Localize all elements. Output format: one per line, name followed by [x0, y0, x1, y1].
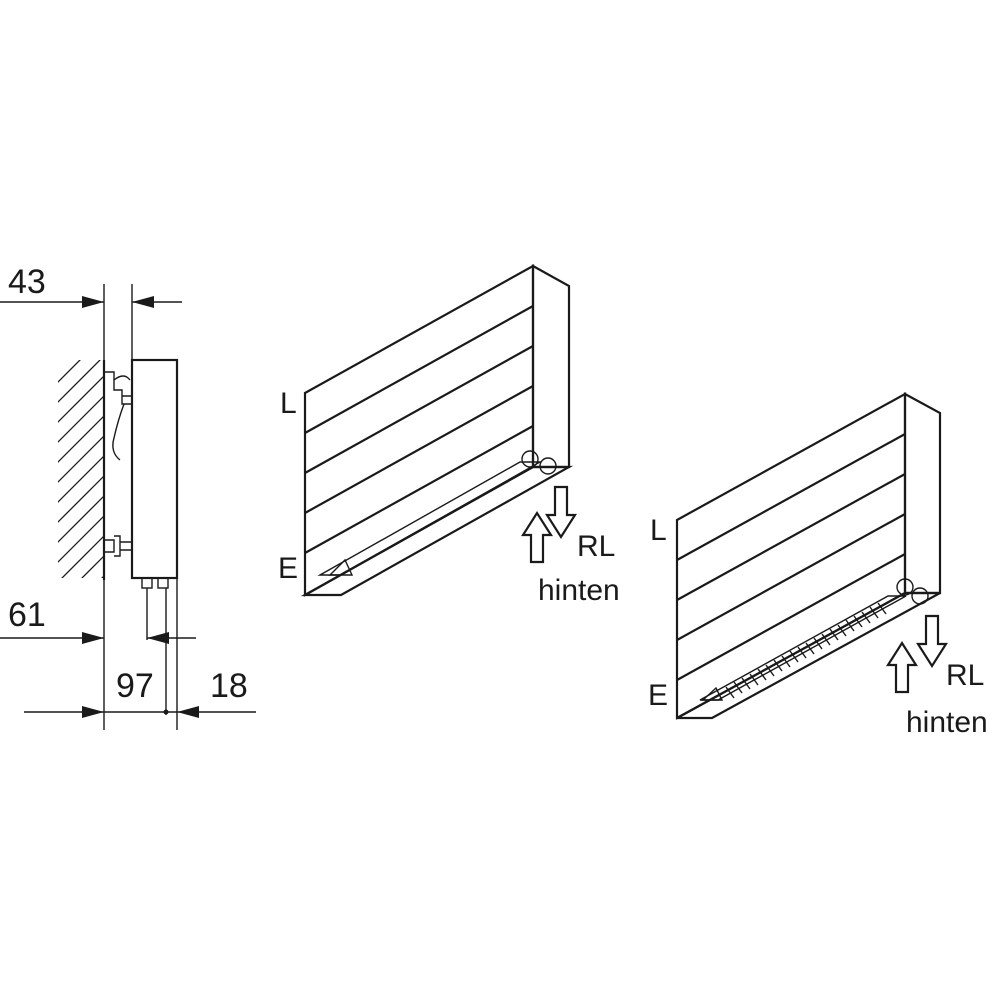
- unit-left-label-e: E: [278, 552, 298, 585]
- radiator-side-body: [130, 358, 179, 580]
- unit-right-arrow-down-icon: [915, 614, 949, 669]
- unit-left-label-l: L: [280, 387, 297, 420]
- unit-left-front-face: [303, 264, 535, 597]
- unit-right-label-l: L: [650, 514, 667, 547]
- unit-left: L E RL hinten: [278, 264, 620, 607]
- unit-left-panel-line-2: [304, 345, 534, 474]
- unit-right-hinten-label: hinten: [906, 706, 988, 739]
- unit-right-panel-line-1: [676, 433, 906, 561]
- dim-18-text: 18: [210, 667, 248, 705]
- unit-left-connector-1: [521, 450, 539, 468]
- unit-left-hinten-label: hinten: [538, 574, 620, 607]
- lower-valve: [104, 535, 132, 557]
- unit-right-bottom-edge: [676, 591, 941, 720]
- side-view: 43 61 97 18: [0, 263, 256, 730]
- dim-43-text: 43: [8, 263, 46, 301]
- unit-right-panel-line-2: [676, 473, 906, 601]
- unit-left-slot-end: [328, 558, 354, 576]
- unit-left-panel-line-1: [304, 305, 534, 434]
- unit-left-panel-line-4: [304, 425, 534, 554]
- unit-left-side-face: [531, 264, 571, 469]
- unit-right-connector-2: [911, 587, 929, 605]
- unit-left-connector-2: [539, 457, 557, 475]
- unit-left-rl-label: RL: [577, 530, 615, 563]
- unit-left-open-slot: [317, 461, 543, 576]
- dim-61-arrow-left: [82, 632, 104, 644]
- unit-left-arrow-up-icon: [520, 510, 554, 564]
- unit-right-front-face: [675, 392, 907, 720]
- dim-97-text: 97: [116, 667, 154, 705]
- stub-right: [157, 577, 169, 589]
- unit-right-arrow-up-icon: [885, 640, 919, 694]
- unit-right: L E RL hinten: [648, 392, 988, 739]
- dim-43-arrow-left: [82, 296, 104, 308]
- dim-61-arrow-right: [147, 632, 169, 644]
- unit-right-panel-line-4: [676, 553, 906, 681]
- dim-dot: [163, 709, 169, 715]
- dim-97-arrow-left: [82, 706, 104, 718]
- bracket-wire: [112, 403, 125, 461]
- dim-61-text: 61: [8, 596, 46, 634]
- unit-right-label-e: E: [648, 679, 668, 712]
- dim-43-arrow-right: [132, 296, 154, 308]
- unit-right-grille-end: [701, 686, 724, 701]
- unit-right-connector-1: [896, 578, 914, 596]
- dim-18-arrow-right: [177, 706, 199, 718]
- unit-right-rl-label: RL: [946, 659, 984, 692]
- unit-right-panel-line-3: [676, 513, 906, 641]
- unit-left-panel-line-3: [304, 385, 534, 514]
- unit-right-grille-bars: [725, 602, 887, 699]
- unit-right-side-face: [903, 392, 942, 595]
- upper-bracket: [104, 371, 132, 405]
- stub-left: [141, 577, 153, 589]
- unit-left-arrow-down-icon: [544, 485, 578, 540]
